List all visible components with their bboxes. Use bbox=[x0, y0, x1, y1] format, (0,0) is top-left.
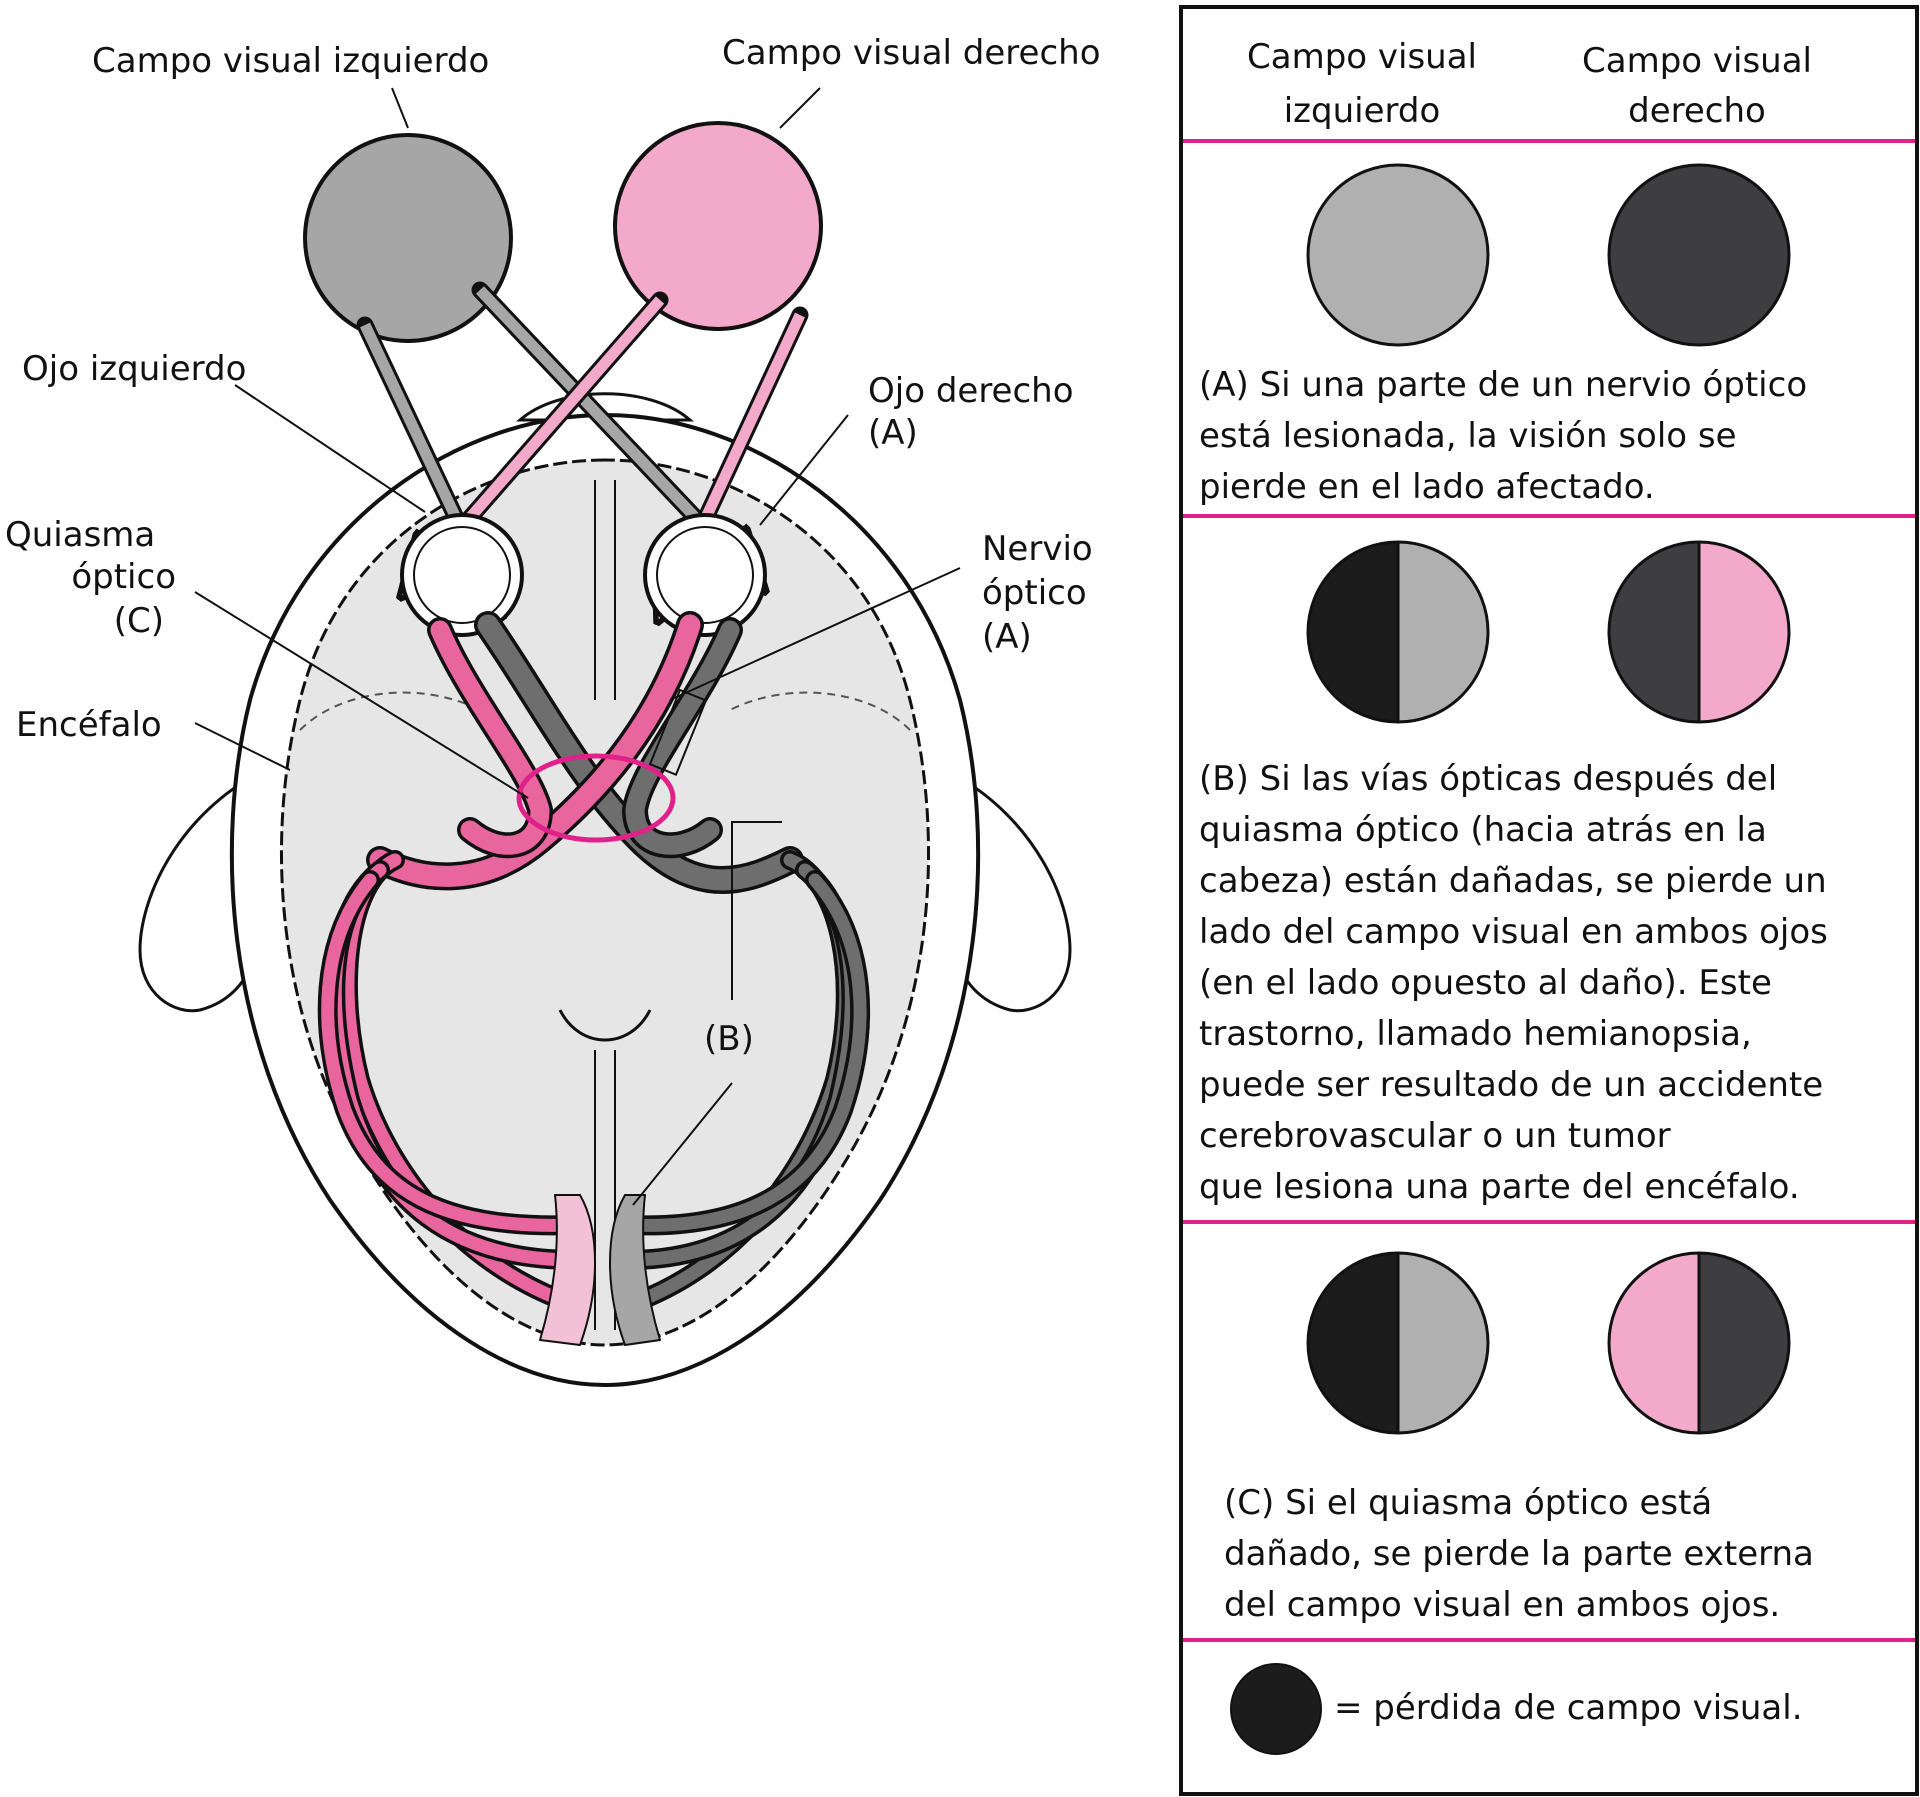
leader-nerve bbox=[669, 567, 961, 701]
label-optic-nerve-line2: óptico bbox=[982, 573, 1087, 613]
temporal-lobe-outline bbox=[299, 691, 911, 731]
leader-left-eye bbox=[234, 384, 426, 513]
label-brain: Encéfalo bbox=[16, 705, 162, 745]
leader-lines bbox=[194, 87, 961, 1206]
panel-header-left-line2: izquierdo bbox=[1284, 91, 1441, 131]
right-ear bbox=[953, 772, 1072, 1013]
section-c-description: (C) Si el quiasma óptico está dañado, se… bbox=[1224, 1478, 1904, 1631]
left-optic-radiations bbox=[317, 850, 585, 1315]
optic-nerve-lesion-box bbox=[648, 688, 708, 776]
field-circles bbox=[303, 121, 823, 343]
left-visual-field-circle bbox=[303, 133, 513, 343]
label-chiasm-line1: Quiasma bbox=[5, 515, 155, 555]
leader-right-field bbox=[779, 87, 821, 129]
brain bbox=[279, 458, 931, 1347]
left-occipital-cortex bbox=[539, 1194, 596, 1346]
section-b-left-field bbox=[1306, 540, 1490, 724]
section-b-description: (B) Si las vías ópticas después del quia… bbox=[1199, 754, 1911, 1213]
leader-left-field bbox=[391, 87, 409, 129]
panel-header-right-line1: Campo visual bbox=[1582, 41, 1812, 81]
section-a-line: pierde en el lado afectado. bbox=[1199, 467, 1655, 507]
right-optic-radiations bbox=[618, 850, 870, 1315]
label-chiasm-marker: (C) bbox=[114, 601, 164, 641]
panel-border bbox=[1179, 5, 1919, 1796]
section-c-left-field bbox=[1306, 1251, 1490, 1435]
label-optic-nerve-line1: Nervio bbox=[982, 529, 1093, 569]
panel-header-right-line2: derecho bbox=[1628, 91, 1766, 131]
panel-header-left-line1: Campo visual bbox=[1247, 37, 1477, 77]
label-right-visual-field: Campo visual derecho bbox=[722, 33, 1101, 73]
brainstem-outline bbox=[558, 1009, 652, 1042]
lesion-markers bbox=[516, 688, 782, 1000]
right-occipital-cortex bbox=[609, 1194, 661, 1346]
leader-tract-b bbox=[632, 1082, 733, 1206]
section-b-right-field bbox=[1607, 540, 1791, 724]
eyes bbox=[400, 513, 767, 637]
head-illustration bbox=[138, 392, 1072, 1388]
section-b-line: cabeza) están dañadas, se pierde un bbox=[1199, 861, 1827, 901]
section-c-line: dañado, se pierde la parte externa bbox=[1224, 1534, 1814, 1574]
section-c-line: (C) Si el quiasma óptico está bbox=[1224, 1483, 1713, 1523]
label-right-eye: Ojo derecho bbox=[868, 371, 1074, 411]
label-optic-nerve-marker: (A) bbox=[982, 617, 1032, 657]
chiasm-highlight-ellipse bbox=[516, 753, 676, 843]
right-visual-field-circle bbox=[613, 121, 823, 331]
label-optic-tract-marker: (B) bbox=[704, 1019, 754, 1059]
section-a-line: (A) Si una parte de un nervio óptico bbox=[1199, 365, 1808, 405]
label-left-visual-field: Campo visual izquierdo bbox=[92, 41, 489, 81]
section-c-line: del campo visual en ambos ojos. bbox=[1224, 1585, 1781, 1625]
section-a-right-field-lost bbox=[1607, 163, 1791, 347]
section-c-right-field bbox=[1607, 1251, 1791, 1435]
left-ear bbox=[138, 772, 257, 1013]
section-b-line: lado del campo visual en ambos ojos bbox=[1199, 912, 1828, 952]
section-b-line: (B) Si las vías ópticas después del bbox=[1199, 759, 1778, 799]
leader-chiasm bbox=[194, 591, 529, 799]
section-b-line: cerebrovascular o un tumor bbox=[1199, 1116, 1671, 1156]
midline-fissure bbox=[594, 480, 616, 1330]
section-b-line: quiasma óptico (hacia atrás en la bbox=[1199, 810, 1767, 850]
section-a-description: (A) Si una parte de un nervio óptico est… bbox=[1199, 360, 1899, 513]
section-b-line: (en el lado opuesto al daño). Este bbox=[1199, 963, 1772, 1003]
section-b-line: trastorno, llamado hemianopsia, bbox=[1199, 1014, 1752, 1054]
label-left-eye: Ojo izquierdo bbox=[22, 349, 246, 389]
section-b-line: que lesiona una parte del encéfalo. bbox=[1199, 1167, 1800, 1207]
legend-text: = pérdida de campo visual. bbox=[1334, 1688, 1803, 1728]
lesion-panel: Campo visual izquierdo Campo visual dere… bbox=[1179, 5, 1919, 1796]
legend-loss-swatch bbox=[1230, 1663, 1322, 1755]
section-b-line: puede ser resultado de un accidente bbox=[1199, 1065, 1824, 1105]
leader-right-eye bbox=[759, 414, 849, 526]
label-right-eye-marker: (A) bbox=[868, 413, 918, 453]
optic-pathways bbox=[317, 611, 870, 1346]
optic-tract-bracket bbox=[731, 821, 782, 1000]
label-chiasm-line2: óptico bbox=[71, 557, 176, 597]
leader-brain bbox=[194, 722, 291, 771]
diagram-labels: Campo visual izquierdo Campo visual dere… bbox=[5, 33, 1101, 1059]
section-a-line: está lesionada, la visión solo se bbox=[1199, 416, 1737, 456]
section-a-left-field bbox=[1306, 163, 1490, 347]
